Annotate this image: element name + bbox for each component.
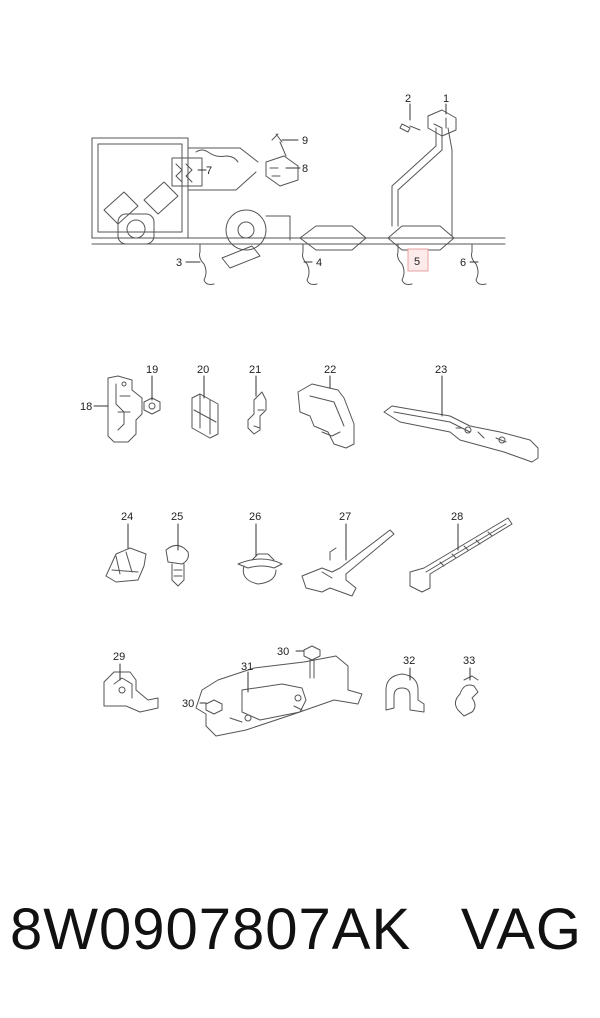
callout-32[interactable]: 32 <box>403 655 415 667</box>
callout-labels: 1 2 3 4 5 6 7 8 9 18 19 20 21 22 23 24 2… <box>80 93 475 710</box>
clip-24-drawing <box>105 547 147 583</box>
callout-20[interactable]: 20 <box>197 364 209 376</box>
bracket-23-drawing <box>383 405 539 463</box>
callout-8[interactable]: 8 <box>302 163 308 175</box>
callout-7[interactable]: 7 <box>206 165 212 177</box>
clip-26-drawing <box>237 553 283 585</box>
callout-33[interactable]: 33 <box>463 655 475 667</box>
exhaust-system-drawing <box>91 109 506 285</box>
callout-30b[interactable]: 30 <box>182 698 194 710</box>
callout-23[interactable]: 23 <box>435 364 447 376</box>
callout-3[interactable]: 3 <box>176 257 182 269</box>
callout-25[interactable]: 25 <box>171 511 183 523</box>
callout-6[interactable]: 6 <box>460 257 466 269</box>
callout-27[interactable]: 27 <box>339 511 351 523</box>
bracket-22-drawing <box>297 383 355 449</box>
callout-31[interactable]: 31 <box>241 661 253 673</box>
bracket-29-drawing <box>103 671 159 713</box>
brand-label: VAG <box>460 897 582 962</box>
callout-18[interactable]: 18 <box>80 401 92 413</box>
clip-20-drawing <box>191 393 219 439</box>
highlight-box-5 <box>407 248 429 272</box>
bracket-18-drawing <box>107 375 143 443</box>
clip-25-drawing <box>165 545 189 587</box>
callout-24[interactable]: 24 <box>121 511 133 523</box>
leader-lines <box>93 103 479 704</box>
callout-1[interactable]: 1 <box>443 93 449 105</box>
callout-9[interactable]: 9 <box>302 135 308 147</box>
bracket-31-drawing <box>195 655 363 737</box>
callout-30a[interactable]: 30 <box>277 646 289 658</box>
callout-21[interactable]: 21 <box>249 364 261 376</box>
part-number: 8W0907807AK <box>10 897 412 962</box>
cable-tie-27-drawing <box>301 529 395 597</box>
callout-5[interactable]: 5 <box>414 256 420 268</box>
callout-29[interactable]: 29 <box>113 651 125 663</box>
callout-2[interactable]: 2 <box>405 93 411 105</box>
callout-4[interactable]: 4 <box>316 257 322 269</box>
callout-28[interactable]: 28 <box>451 511 463 523</box>
clip-21-drawing <box>247 391 267 435</box>
callout-26[interactable]: 26 <box>249 511 261 523</box>
nut-30-drawing <box>205 645 321 715</box>
cable-tie-28-drawing <box>409 517 513 593</box>
callout-19[interactable]: 19 <box>146 364 158 376</box>
clip-33-drawing <box>454 675 479 717</box>
callout-22[interactable]: 22 <box>324 364 336 376</box>
parts-diagram: 1 2 3 4 5 6 7 8 9 18 19 20 21 22 23 24 2… <box>80 93 539 737</box>
clip-32-drawing <box>385 673 425 713</box>
